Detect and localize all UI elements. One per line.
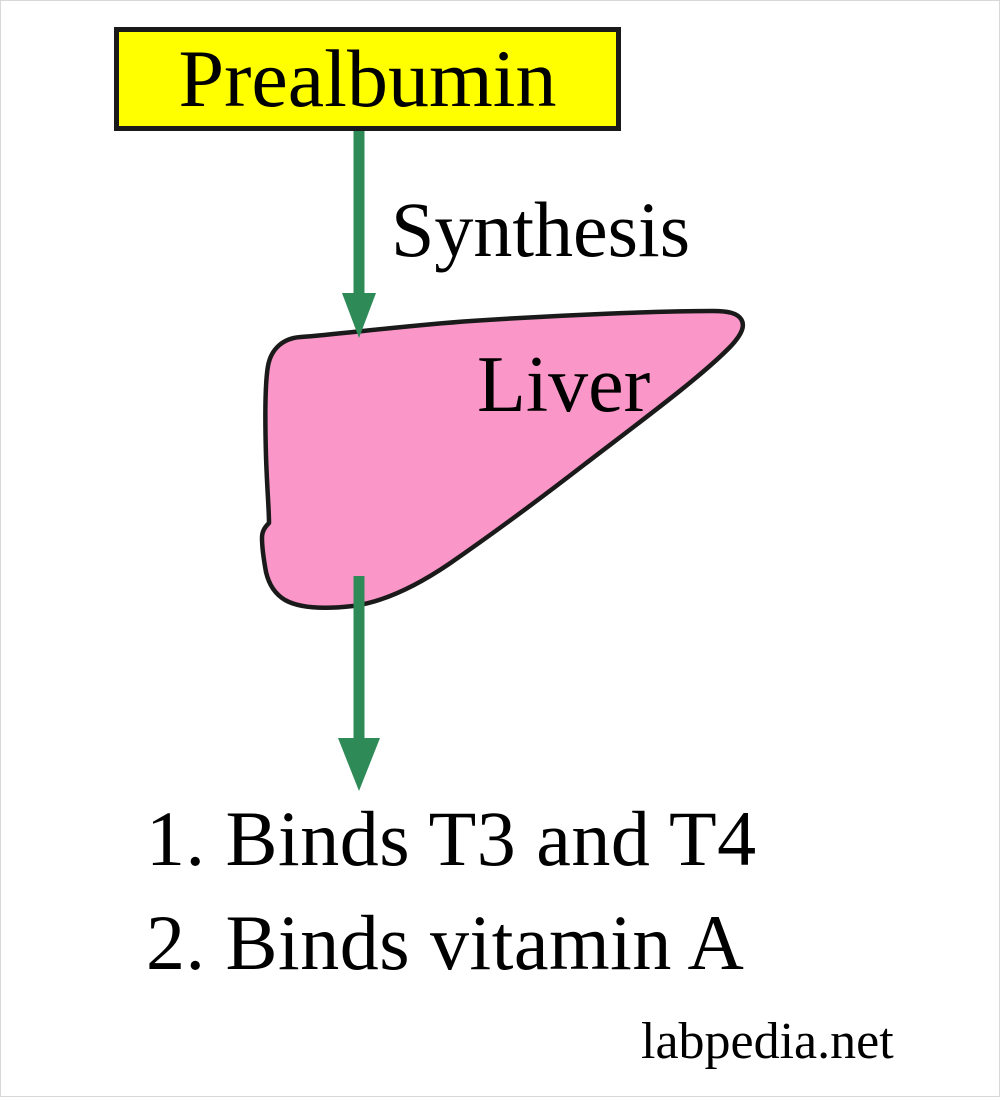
function-list-item-2: 2. Binds vitamin A [146,898,745,986]
function-arrow [338,576,380,791]
liver-label: Liver [477,341,651,429]
function-list: 1. Binds T3 and T4 2. Binds vitamin A [146,787,757,994]
prealbumin-title-box: Prealbumin [114,27,621,131]
function-arrow-head [338,738,380,791]
synthesis-arrow-label: Synthesis [391,186,691,273]
synthesis-arrow-head [342,293,376,338]
watermark: labpedia.net [641,1013,894,1070]
prealbumin-title-label: Prealbumin [178,33,557,124]
synthesis-arrow [342,129,376,338]
function-list-item-1: 1. Binds T3 and T4 [146,795,757,882]
